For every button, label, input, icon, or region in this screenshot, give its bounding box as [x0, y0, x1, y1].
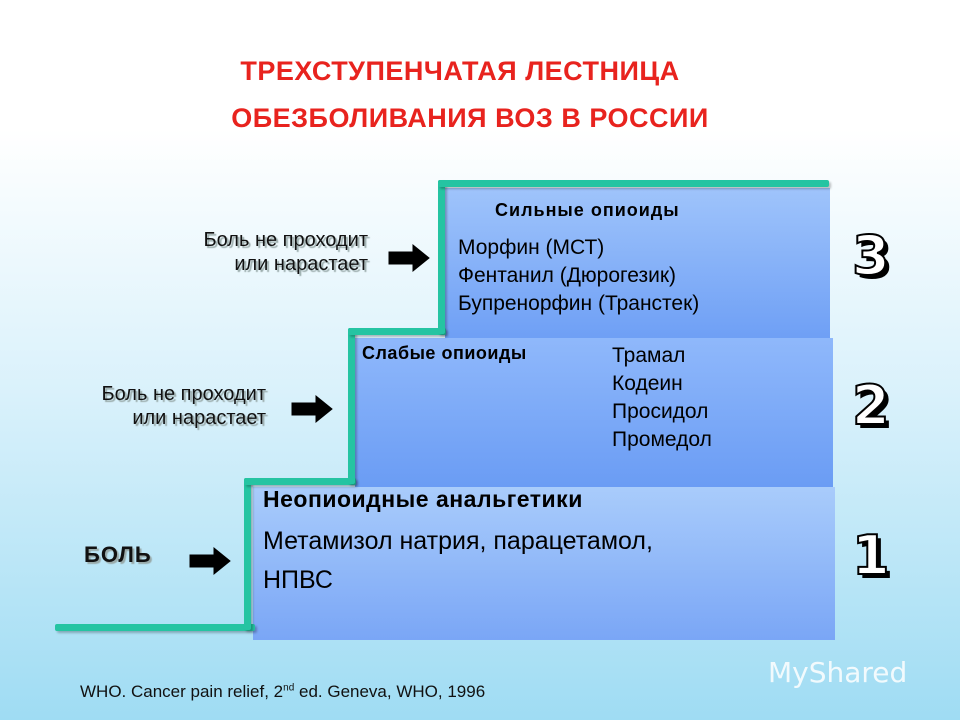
pain-label-middle-line-2: или нарастает	[132, 407, 266, 429]
step-1-heading: Неопиоидные анальгетики	[263, 486, 583, 512]
step-3-drug-1: Морфин (МСТ)	[458, 236, 605, 259]
step-2-drug-1: Трамал	[612, 344, 686, 367]
stair-riser-3	[438, 180, 445, 334]
pain-label-middle-line-1: Боль не проходит	[101, 383, 267, 405]
stair-base	[55, 624, 255, 631]
pain-label-upper-line-2: или нарастает	[234, 253, 368, 275]
watermark-text: MyShared	[768, 656, 908, 689]
step-2-drug-2: Кодеин	[612, 372, 683, 395]
step-2-drug-3: Просидол	[612, 400, 709, 423]
step-3-number: 3	[851, 223, 891, 288]
step-2-drug-4: Промедол	[612, 428, 712, 451]
step-2-block	[355, 338, 833, 488]
footnote: WHO. Cancer pain relief, 2nd ed. Geneva,…	[80, 682, 485, 702]
stair-riser-2	[348, 328, 355, 484]
stair-riser-1	[244, 478, 251, 630]
step-3-block	[445, 188, 830, 340]
stair-tread-2	[348, 328, 446, 335]
title-line-2: ОБЕЗБОЛИВАНИЯ ВОЗ В РОССИИ	[231, 103, 709, 133]
step-3-heading: Сильные опиоиды	[495, 200, 680, 220]
pain-label-middle: Боль не проходит или нарастает	[0, 382, 267, 430]
step-1-drugs-line-2: НПВС	[263, 566, 333, 594]
step-1-number: 1	[851, 523, 891, 588]
stair-tread-1	[244, 478, 356, 485]
step-3-drug-3: Бупренорфин (Транстек)	[458, 292, 700, 315]
pain-label-upper-line-1: Боль не проходит	[203, 229, 369, 251]
title-line-1: ТРЕХСТУПЕНЧАТАЯ ЛЕСТНИЦА	[240, 56, 680, 86]
arrow-right-icon	[291, 394, 333, 424]
pain-label-upper: Боль не проходит или нарастает	[100, 228, 369, 276]
step-2-number: 2	[851, 373, 891, 438]
step-2-heading: Слабые опиоиды	[362, 343, 527, 363]
pain-label-start: БОЛЬ	[84, 542, 152, 567]
footnote-sup: nd	[283, 682, 295, 694]
watermark-logo: MyShared	[768, 656, 907, 689]
arrow-right-icon	[189, 546, 231, 576]
step-3-drug-2: Фентанил (Дюрогезик)	[458, 264, 676, 287]
step-1-drugs-line-1: Метамизол натрия, парацетамол,	[263, 527, 653, 555]
step-1-block	[253, 487, 835, 640]
stair-tread-3	[438, 180, 829, 187]
footnote-post: ed. Geneva, WHO, 1996	[294, 682, 486, 701]
arrow-right-icon	[388, 243, 430, 273]
footnote-pre: WHO. Cancer pain relief, 2	[80, 682, 284, 701]
